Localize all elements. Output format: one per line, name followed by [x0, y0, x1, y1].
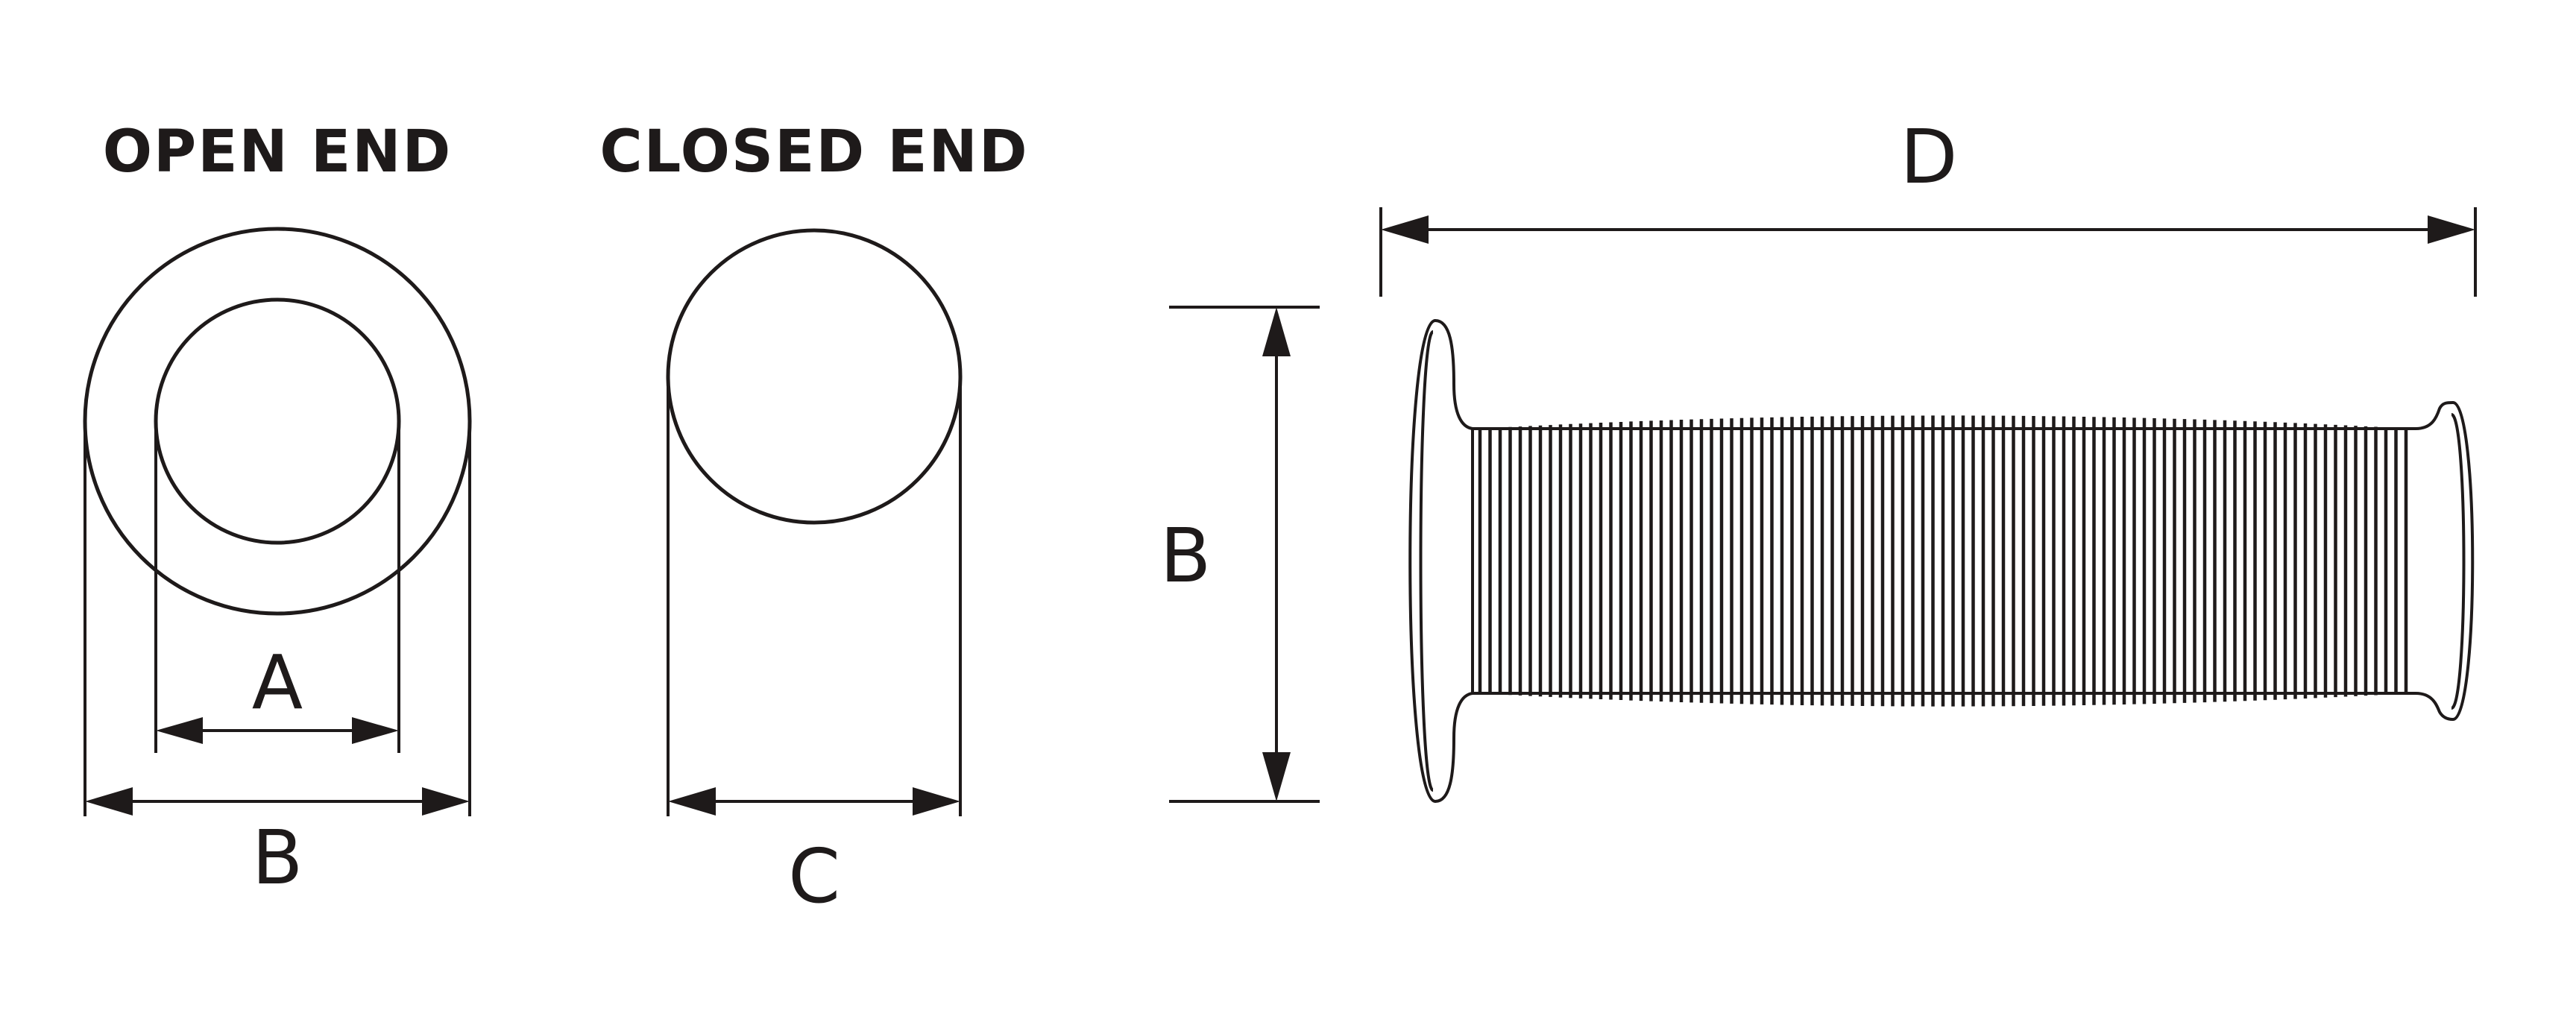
- dimension-height-arrow: [1262, 307, 1291, 801]
- grip-left-flange-inner: [1419, 330, 1435, 792]
- dimension-length-arrow: [1381, 215, 2475, 244]
- grip-right-cap-inner: [2450, 413, 2466, 710]
- grip-left-flange: [1408, 318, 1474, 804]
- grip-body: [1408, 318, 2475, 804]
- side-view: B D: [1160, 113, 2477, 804]
- dimension-a-label: A: [252, 639, 303, 726]
- grip-ribs: [1478, 415, 2408, 707]
- open-end-view: OPEN END A B: [83, 119, 472, 901]
- dimension-height-label: B: [1160, 512, 1212, 599]
- closed-end-circle: [666, 228, 963, 525]
- dimension-c-label: C: [788, 833, 840, 920]
- dimension-b-arrow: [85, 787, 470, 816]
- closed-end-heading: CLOSED END: [599, 119, 1028, 186]
- open-end-inner-circle: [154, 297, 401, 545]
- grip-right-cap: [2415, 400, 2475, 722]
- closed-end-view: CLOSED END C: [599, 119, 1028, 920]
- dimension-a-arrow: [156, 717, 399, 744]
- open-end-outer-circle: [83, 227, 472, 616]
- dimension-length-label: D: [1900, 113, 1957, 201]
- open-end-heading: OPEN END: [103, 119, 453, 186]
- dimension-c-arrow: [668, 787, 960, 816]
- dimension-b-label: B: [252, 814, 303, 901]
